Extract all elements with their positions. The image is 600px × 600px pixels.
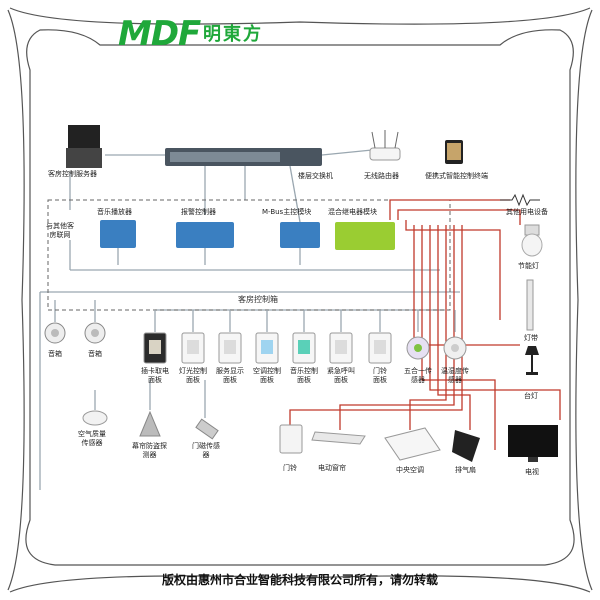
other-equipment-icon: [500, 193, 540, 207]
panel-label-4: 空调控制 面板: [253, 367, 281, 384]
panel-icon-3: [218, 310, 242, 364]
exhaust-fan-icon: [452, 430, 480, 462]
table-lamp-label: 台灯: [524, 392, 538, 400]
table-lamp-icon: [525, 346, 539, 375]
tv-label: 电视: [525, 468, 539, 476]
alarm-controller-label: 报警控制器: [181, 208, 216, 216]
panel-label-7: 门铃 面板: [373, 367, 387, 384]
panel-icon-8: [406, 310, 430, 360]
panel-icon-2: [181, 310, 205, 364]
router-label: 无线路由器: [364, 172, 399, 180]
energy-lamp-label: 节能灯: [518, 262, 539, 270]
panel-label-5: 音乐控制 面板: [290, 367, 318, 384]
switch-icon: [165, 148, 322, 166]
door-magnet-icon: [195, 418, 219, 440]
server-icon: [66, 125, 102, 168]
hybrid-relay-label: 混合继电器模块: [328, 208, 377, 216]
panel-icon-4: [255, 310, 279, 364]
panel-icon-6: [329, 310, 353, 364]
relay-wires: [289, 199, 561, 450]
hybrid-relay-icon: [335, 222, 395, 250]
copyright-notice: 版权由惠州市合业智能科技有限公司所有，请勿转载: [161, 573, 438, 587]
control-box-label: 客房控制箱: [238, 295, 278, 304]
door-magnet-label: 门磁传感 器: [192, 442, 220, 459]
decorative-frame: [7, 7, 593, 593]
exhaust-fan-label: 排气扇: [455, 466, 476, 474]
tablet-label: 便携式智能控制终端: [425, 172, 488, 180]
brand-logo: MDF: [118, 14, 201, 54]
light-strip-icon: [526, 279, 534, 331]
panel-label-9: 温湿度传 感器: [441, 367, 469, 384]
panel-label-1: 插卡取电 面板: [141, 367, 169, 384]
brand-name: 明東方: [203, 24, 263, 45]
panel-label-6: 紧急呼叫 面板: [327, 367, 355, 384]
router-icon: [369, 130, 401, 161]
panel-label-2: 灯光控制 面板: [179, 367, 207, 384]
panel-icon-5: [292, 310, 316, 364]
air-quality-icon: [82, 410, 108, 426]
music-player-label: 音乐播放器: [97, 208, 132, 216]
energy-lamp-icon: [521, 224, 543, 257]
air-quality-label: 空气质量 传感器: [78, 430, 106, 447]
curtain-sensor-icon: [139, 410, 161, 437]
speaker-1-label: 音箱: [48, 350, 62, 358]
panel-label-3: 服务显示 面板: [216, 367, 244, 384]
mbus-module-icon: [280, 222, 320, 248]
central-ac-icon: [384, 427, 441, 461]
speaker-2-label: 音箱: [88, 350, 102, 358]
switch-label: 楼层交换机: [298, 172, 333, 180]
alarm-controller-icon: [176, 222, 234, 248]
curtain-icon: [311, 431, 366, 445]
tv-icon: [508, 425, 558, 462]
panel-icon-1: [143, 310, 167, 364]
mbus-module-label: M-Bus主控模块: [262, 208, 312, 216]
panel-icon-9: [443, 310, 467, 360]
speaker-1-icon: [44, 322, 66, 344]
music-player-icon: [100, 220, 136, 248]
central-ac-label: 中央空调: [396, 466, 424, 474]
panel-icon-7: [368, 310, 392, 364]
curtain-sensor-label: 幕帘防盗探 测器: [132, 442, 167, 459]
tablet-icon: [445, 140, 463, 164]
other-rooms-label: 与其他客 房联网: [46, 222, 74, 239]
server-label: 客房控制服务器: [48, 170, 97, 178]
speaker-2-icon: [84, 322, 106, 344]
door-bell-label: 门铃: [283, 464, 297, 472]
curtain-label: 电动窗帘: [318, 464, 346, 472]
other-equipment-label: 其他用电设备: [506, 208, 548, 216]
door-bell-icon: [279, 424, 303, 454]
light-strip-label: 灯带: [524, 334, 538, 342]
control-box-outline: [47, 199, 451, 311]
panel-label-8: 五合一传 感器: [404, 367, 432, 384]
